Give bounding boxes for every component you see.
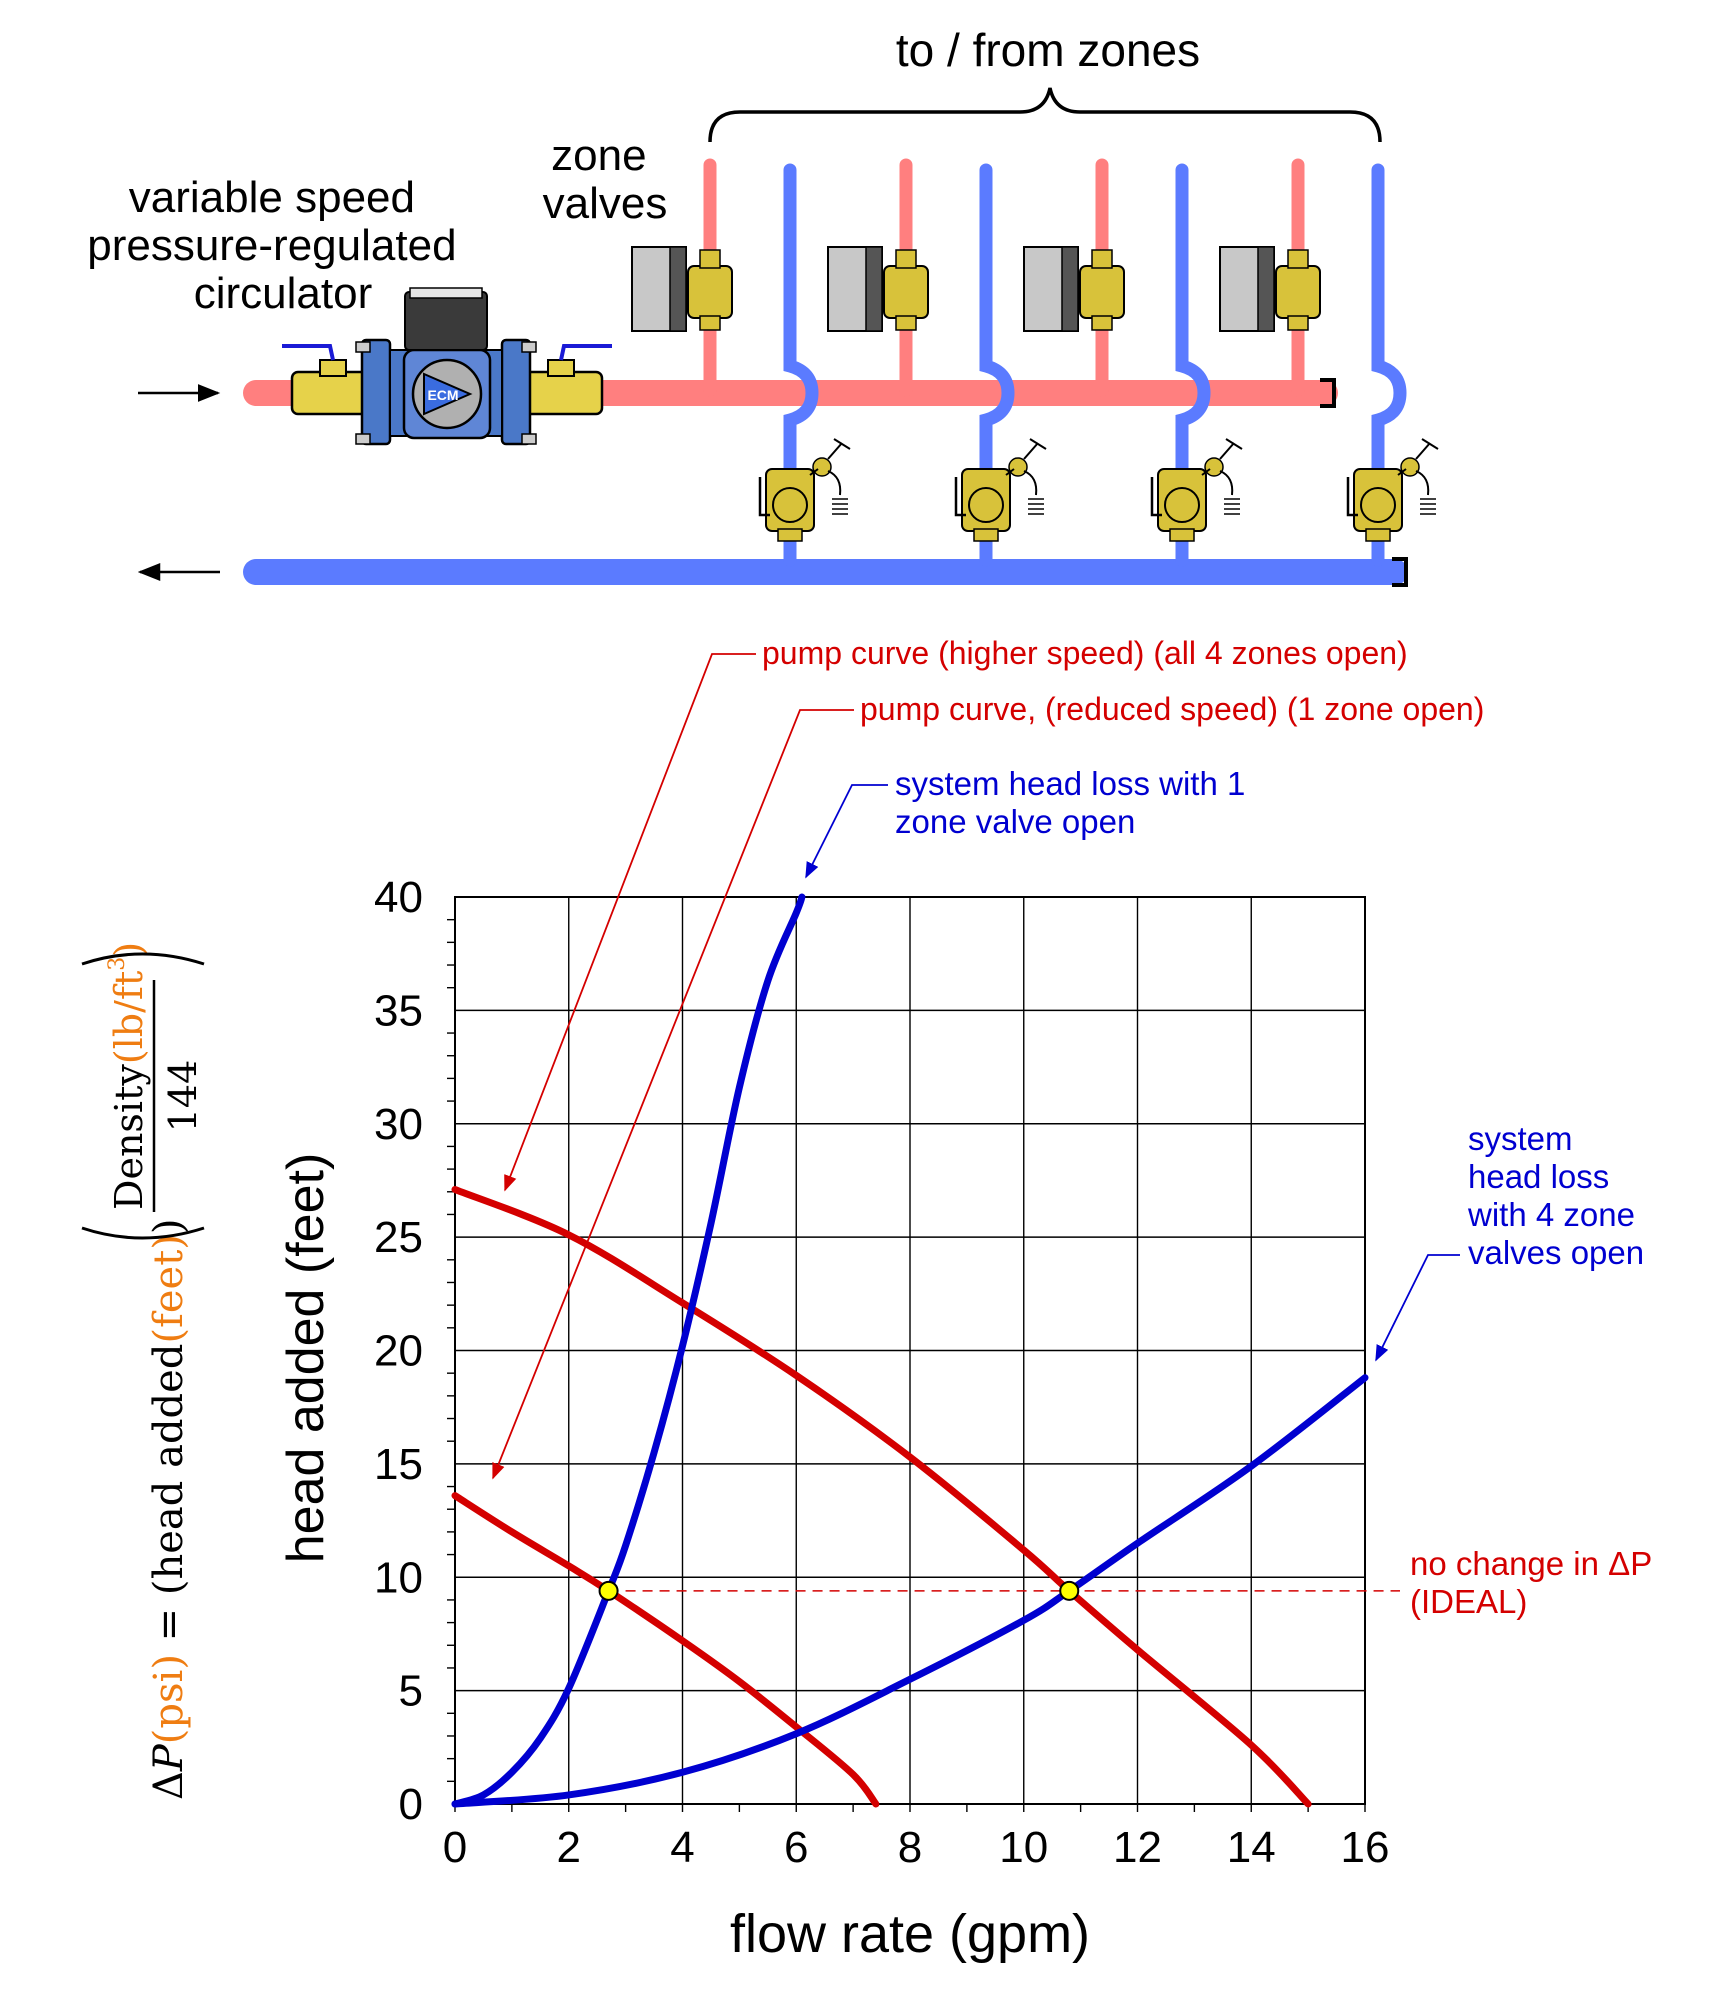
y-axis-label: head added (feet) — [277, 1153, 335, 1564]
y-tick-label: 35 — [374, 986, 423, 1035]
zone-branch — [1023, 158, 1243, 567]
pump-system-chart: 0 2 4 6 8 10 12 14 16 0 5 10 15 20 25 30 35 40 flow rate… — [81, 635, 1661, 1964]
x-tick-label: 0 — [443, 1823, 467, 1872]
ecm-badge: ECM — [427, 387, 458, 403]
y-tick-label: 20 — [374, 1327, 423, 1376]
x-tick-label: 4 — [670, 1823, 694, 1872]
return-riser — [1175, 163, 1211, 567]
callout-pump-high: pump curve (higher speed) (all 4 zones o… — [762, 635, 1408, 671]
return-riser — [783, 163, 819, 567]
callout-sys1-arrow — [805, 784, 888, 879]
y-tick-label: 0 — [399, 1780, 423, 1829]
chart-series — [451, 893, 1369, 1808]
formula-lhs: ΔP(psi) = (head added(feet)) — [146, 1219, 192, 1801]
y-tick-labels: 0 5 10 15 20 25 30 35 40 — [374, 873, 423, 1829]
callout-sys1: system head loss with 1 zone valve open — [895, 765, 1255, 840]
formula-left-paren — [81, 1226, 205, 1240]
zone-branch — [1219, 158, 1439, 567]
zone-valves-label: zone valves — [543, 131, 668, 228]
x-tick-label: 16 — [1341, 1823, 1390, 1872]
circulator-assembly: ECM — [282, 287, 612, 446]
y-minor-ticks — [447, 918, 1366, 1812]
zone-valve-body — [687, 265, 733, 319]
callout-sys4-arrow — [1375, 1254, 1460, 1362]
x-tick-label: 12 — [1113, 1823, 1162, 1872]
x-tick-labels: 0 2 4 6 8 10 12 14 16 — [443, 1823, 1390, 1872]
series-pump_high — [451, 1186, 1312, 1808]
right-isolation-valve — [518, 370, 604, 416]
x-tick-label: 8 — [898, 1823, 922, 1872]
series-sys1 — [451, 893, 806, 1808]
series-sys4 — [451, 1374, 1369, 1808]
pump-controller — [404, 291, 488, 351]
x-tick-label: 14 — [1227, 1823, 1276, 1872]
y-tick-label: 25 — [374, 1213, 423, 1262]
zone-valve-body — [1275, 265, 1321, 319]
zone-branches — [631, 158, 1439, 567]
return-riser — [1371, 163, 1407, 567]
piping-schematic: to / from zones zone valves variable spe… — [87, 24, 1439, 587]
x-tick-label: 2 — [557, 1823, 581, 1872]
circulator-label: variable speed pressure-regulated circul… — [87, 173, 469, 318]
supply-cap — [1320, 378, 1336, 408]
formula-right-paren — [81, 952, 205, 966]
zone-valve-body — [1079, 265, 1125, 319]
operating-point — [598, 1580, 619, 1601]
left-valve-handle — [282, 344, 335, 361]
zones-title: to / from zones — [896, 24, 1200, 76]
callout-pump-low: pump curve, (reduced speed) (1 zone open… — [860, 691, 1484, 727]
y-tick-label: 5 — [399, 1667, 423, 1716]
pressure-formula: ΔP(psi) = (head added(feet)) Density(lb/… — [81, 942, 205, 1801]
y-tick-label: 40 — [374, 873, 423, 922]
zone-valve-body — [883, 265, 929, 319]
chart-grid — [454, 896, 1366, 1805]
callout-ideal: no change in ΔP (IDEAL) — [1410, 1545, 1661, 1620]
zones-brace — [708, 87, 1382, 143]
callout-pump-low-arrow — [492, 709, 854, 1480]
zone-branch — [827, 158, 1047, 567]
operating-points — [598, 1580, 1080, 1601]
y-tick-label: 15 — [374, 1440, 423, 1489]
formula-numerator: Density(lb/ft3) — [105, 942, 151, 1210]
y-tick-label: 30 — [374, 1100, 423, 1149]
zone-branch — [631, 158, 851, 567]
pump-direction-icon — [423, 372, 473, 416]
operating-point — [1059, 1580, 1080, 1601]
x-tick-label: 6 — [784, 1823, 808, 1872]
x-tick-label: 10 — [999, 1823, 1048, 1872]
return-riser — [979, 163, 1015, 567]
callout-sys4: system head loss with 4 zone valves open — [1467, 1120, 1644, 1271]
return-cap — [1392, 557, 1408, 587]
callout-pump-high-arrow — [504, 653, 756, 1192]
x-axis-label: flow rate (gpm) — [730, 1904, 1090, 1964]
series-pump_low — [451, 1492, 880, 1808]
formula-denominator: 144 — [161, 1060, 205, 1133]
y-tick-label: 10 — [374, 1553, 423, 1602]
right-valve-handle — [559, 344, 612, 361]
